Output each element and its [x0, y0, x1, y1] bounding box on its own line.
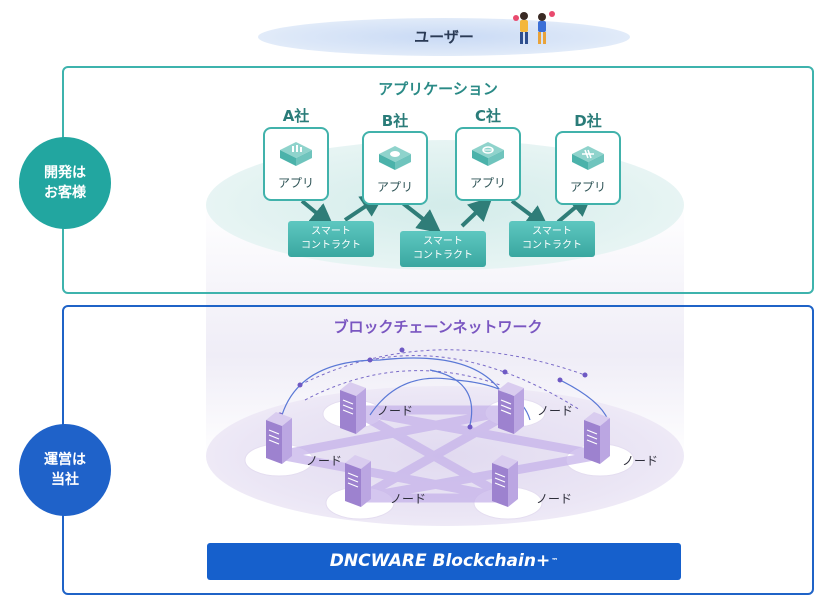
product-name: DNCWARE Blockchain+: [329, 551, 551, 571]
node-server-6-icon: [491, 454, 519, 508]
arc-solid-3: [559, 379, 609, 421]
link-5-4: [359, 450, 601, 503]
arc-dashed-3: [369, 355, 581, 411]
smart-contract-3-line1: スマート: [532, 226, 572, 237]
smart-contract-2: スマート コントラクト: [400, 231, 486, 267]
node-server-3-icon: [497, 381, 525, 435]
node-server-1-icon: [265, 411, 293, 465]
app-card-a: アプリ: [263, 127, 329, 201]
smart-contract-1-line2: コントラクト: [301, 240, 361, 251]
company-b-label: B社: [381, 112, 409, 130]
operator-badge: 運営は 当社: [19, 424, 111, 516]
arc-dashed-1: [299, 349, 586, 386]
arrow-a-to-contract1: [300, 199, 335, 228]
company-a-label: A社: [282, 107, 310, 125]
operator-badge-line1: 運営は: [44, 452, 86, 468]
airplane-app-icon: [568, 142, 608, 174]
smart-contract-2-line1: スマート: [423, 236, 463, 247]
trademark-mark: ™: [551, 557, 559, 565]
globe-app-icon: [468, 138, 508, 170]
app-card-d-label: アプリ: [569, 180, 606, 194]
arc-solid-4: [429, 369, 473, 426]
node-label-2: ノード: [377, 404, 414, 418]
arc-dashed-2: [304, 370, 501, 401]
arrow-c-to-contract3: [510, 199, 550, 230]
company-d-label: D社: [574, 112, 602, 130]
server-app-icon: [276, 138, 316, 170]
users-illustration-icon: [513, 11, 555, 44]
developer-badge-line2: お客様: [44, 185, 86, 201]
node-server-4-icon: [583, 411, 611, 465]
user-layer: [258, 18, 630, 56]
node-label-3: ノード: [537, 404, 574, 418]
app-card-a-label: アプリ: [277, 176, 314, 190]
chat-app-icon: [375, 142, 415, 174]
operator-badge-line2: 当社: [51, 472, 79, 488]
smart-contract-2-line2: コントラクト: [413, 250, 473, 261]
app-card-d: アプリ: [555, 131, 621, 205]
node-label-1: ノード: [306, 454, 343, 468]
application-layer-title: アプリケーション: [378, 80, 498, 98]
smart-contract-3-line2: コントラクト: [522, 240, 582, 251]
node-server-2-icon: [339, 381, 367, 435]
link-3-5: [357, 406, 518, 502]
app-card-c-label: アプリ: [469, 176, 506, 190]
smart-contract-1-line1: スマート: [311, 226, 351, 237]
arrow-contract2-to-c: [460, 196, 493, 228]
product-name-bar: DNCWARE Blockchain+™: [207, 543, 681, 580]
smart-contract-3: スマート コントラクト: [509, 221, 595, 257]
node-label-4: ノード: [622, 454, 659, 468]
app-card-b: アプリ: [362, 131, 428, 205]
company-c-label: C社: [474, 107, 501, 125]
node-server-5-icon: [344, 454, 372, 508]
developer-badge-line1: 開発は: [44, 165, 86, 181]
smart-contract-1: スマート コントラクト: [288, 221, 374, 257]
developer-badge: 開発は お客様: [19, 137, 111, 229]
app-card-b-label: アプリ: [376, 180, 413, 194]
blockchain-layer-title: ブロックチェーンネットワーク: [333, 318, 543, 336]
user-layer-label: ユーザー: [414, 28, 474, 46]
node-label-6: ノード: [536, 492, 573, 506]
arrow-b-to-contract2: [398, 199, 442, 234]
node-label-5: ノード: [390, 492, 427, 506]
app-card-c: アプリ: [455, 127, 521, 201]
